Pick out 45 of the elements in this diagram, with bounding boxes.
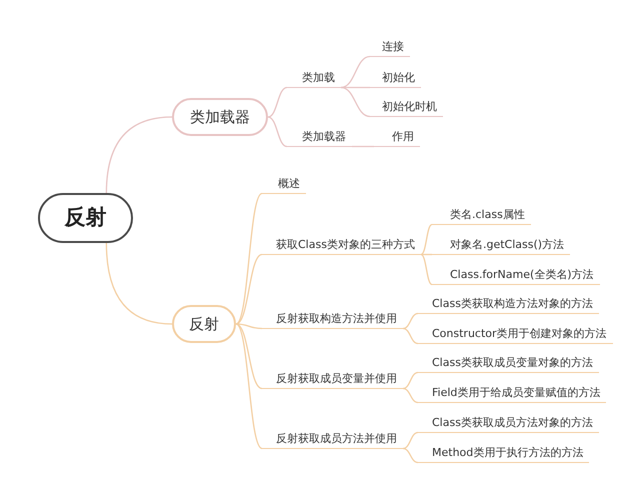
subtopic: 连接 bbox=[370, 39, 410, 57]
subtopic: Class类获取构造方法对象的方法 bbox=[418, 296, 599, 314]
branch-line bbox=[402, 312, 418, 330]
branch-line bbox=[420, 224, 432, 256]
subtopic: 初始化时机 bbox=[370, 99, 443, 117]
branch-line bbox=[268, 116, 288, 148]
branch-line bbox=[402, 432, 418, 450]
subtopic: 对象名.getClass()方法 bbox=[432, 237, 570, 255]
subtopic: 反射获取成员方法并使用 bbox=[262, 431, 403, 449]
central-topic: 反射 bbox=[38, 193, 133, 243]
branch-line bbox=[341, 86, 370, 88]
branch-line bbox=[340, 56, 370, 88]
branch-line bbox=[402, 372, 418, 390]
branch-line bbox=[421, 254, 432, 256]
subtopic: 获取Class类对象的三种方式 bbox=[262, 237, 421, 255]
branch-line bbox=[106, 242, 172, 325]
subtopic: 反射获取成员变量并使用 bbox=[262, 371, 403, 389]
branch-line bbox=[236, 324, 262, 449]
branch-line bbox=[236, 193, 262, 324]
subtopic: Class类获取成员变量对象的方法 bbox=[418, 355, 599, 373]
subtopic: 初始化 bbox=[370, 70, 421, 88]
subtopic: 类加载 bbox=[287, 70, 341, 88]
branch-line bbox=[236, 323, 262, 330]
subtopic: 概述 bbox=[262, 176, 306, 194]
subtopic: 反射获取构造方法并使用 bbox=[262, 311, 403, 329]
subtopic: 作用 bbox=[374, 129, 420, 147]
branch-line bbox=[106, 116, 172, 194]
branch-line bbox=[268, 86, 288, 118]
subtopic: Class类获取成员方法对象的方法 bbox=[418, 415, 599, 433]
branch-line bbox=[402, 448, 418, 464]
branch-line bbox=[236, 254, 262, 325]
subtopic: 类名.class属性 bbox=[432, 207, 531, 225]
subtopic: Method类用于执行方法的方法 bbox=[418, 445, 590, 463]
subtopic: Constructor类用于创建对象的方法 bbox=[418, 326, 613, 344]
branch-line bbox=[340, 86, 370, 118]
branch-line bbox=[352, 146, 374, 148]
branch-line bbox=[402, 388, 418, 404]
branch-line bbox=[420, 254, 432, 286]
branch-line bbox=[402, 328, 418, 344]
main-topic: 类加载器 bbox=[172, 98, 268, 136]
subtopic: Class.forName(全类名)方法 bbox=[432, 267, 600, 285]
main-topic: 反射 bbox=[172, 305, 236, 343]
subtopic: Field类用于给成员变量赋值的方法 bbox=[418, 385, 606, 403]
subtopic: 类加载器 bbox=[287, 129, 352, 147]
branch-line bbox=[236, 323, 262, 390]
